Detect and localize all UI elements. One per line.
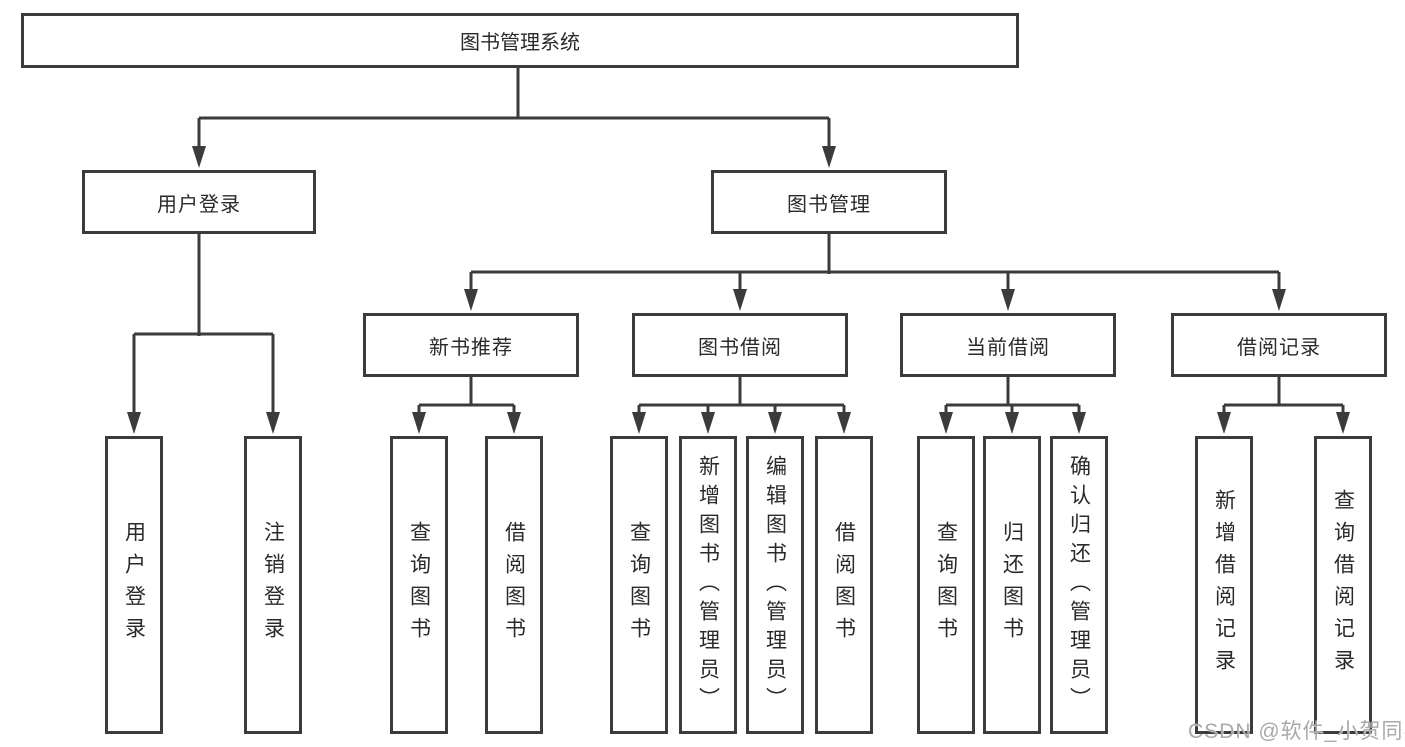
node-borrow-record: 借阅记录 — [1171, 313, 1387, 377]
arrow-leaf-query-book-1 — [412, 412, 426, 434]
leaf-user-login: 用户登录 — [105, 436, 163, 734]
leaf-query-book-3: 查询图书 — [917, 436, 975, 734]
arrow-leaf-return-book — [1005, 412, 1019, 434]
connector-book-borrow-branch — [637, 377, 846, 414]
leaf-borrow-book-2: 借阅图书 — [815, 436, 873, 734]
node-current-borrow: 当前借阅 — [900, 313, 1116, 377]
connector-new-book-recommend-branch — [417, 377, 516, 414]
node-user-login: 用户登录 — [82, 170, 316, 234]
arrow-leaf-query-book-3 — [939, 412, 953, 434]
node-book-management: 图书管理 — [711, 170, 947, 234]
node-book-management-label: 图书管理 — [787, 193, 871, 216]
node-book-borrow-label: 图书借阅 — [698, 336, 782, 359]
arrow-user-login — [192, 146, 206, 168]
arrow-leaf-confirm-return-admin — [1072, 412, 1086, 434]
leaf-query-book-2-label: 查询图书 — [627, 521, 651, 649]
arrow-leaf-borrow-book-1 — [507, 412, 521, 434]
node-root-label: 图书管理系统 — [460, 32, 580, 54]
node-new-book-recommend-label: 新书推荐 — [429, 336, 513, 359]
leaf-query-borrow-record: 查询借阅记录 — [1314, 436, 1372, 734]
leaf-logout: 注销登录 — [244, 436, 302, 734]
leaf-query-book-1-label: 查询图书 — [407, 521, 431, 649]
arrow-borrow-record — [1272, 289, 1286, 311]
leaf-return-book-label: 归还图书 — [1000, 521, 1024, 649]
leaf-borrow-book-1: 借阅图书 — [485, 436, 543, 734]
arrow-leaf-borrow-book-2 — [837, 412, 851, 434]
leaf-logout-label: 注销登录 — [261, 521, 285, 649]
node-root: 图书管理系统 — [21, 13, 1019, 68]
arrow-leaf-query-book-2 — [632, 412, 646, 434]
connector-borrow-record-branch — [1222, 377, 1345, 414]
leaf-query-book-3-label: 查询图书 — [934, 521, 958, 649]
node-user-login-label: 用户登录 — [157, 193, 241, 216]
arrow-leaf-user-login — [127, 412, 141, 434]
leaf-query-book-2: 查询图书 — [610, 436, 668, 734]
leaf-borrow-book-2-label: 借阅图书 — [832, 521, 856, 649]
arrow-book-borrow — [733, 289, 747, 311]
leaf-query-borrow-record-label: 查询借阅记录 — [1331, 489, 1355, 681]
node-new-book-recommend: 新书推荐 — [363, 313, 579, 377]
leaf-confirm-return-admin-label: 确认归还（管理员） — [1067, 454, 1091, 716]
leaf-add-book-admin: 新增图书（管理员） — [679, 436, 737, 734]
arrow-leaf-add-book-admin — [701, 412, 715, 434]
arrow-book-management — [822, 146, 836, 168]
connector-user-login-branch — [132, 234, 275, 414]
leaf-add-book-admin-label: 新增图书（管理员） — [696, 454, 720, 716]
node-book-borrow: 图书借阅 — [632, 313, 848, 377]
arrow-leaf-edit-book-admin — [768, 412, 782, 434]
connector-book-management-branch — [469, 234, 1281, 294]
leaf-add-borrow-record: 新增借阅记录 — [1195, 436, 1253, 734]
leaf-add-borrow-record-label: 新增借阅记录 — [1212, 489, 1236, 681]
connector-current-borrow-branch — [944, 377, 1081, 414]
leaf-borrow-book-1-label: 借阅图书 — [502, 521, 526, 649]
leaf-edit-book-admin-label: 编辑图书（管理员） — [763, 454, 787, 716]
leaf-confirm-return-admin: 确认归还（管理员） — [1050, 436, 1108, 734]
leaf-edit-book-admin: 编辑图书（管理员） — [746, 436, 804, 734]
arrow-current-borrow — [1001, 289, 1015, 311]
arrow-leaf-logout — [266, 412, 280, 434]
leaf-user-login-label: 用户登录 — [122, 521, 146, 649]
node-borrow-record-label: 借阅记录 — [1237, 336, 1321, 359]
watermark: CSDN @软件_小贺同学 — [1188, 720, 1405, 743]
leaf-return-book: 归还图书 — [983, 436, 1041, 734]
arrow-leaf-query-borrow-record — [1336, 412, 1350, 434]
node-current-borrow-label: 当前借阅 — [966, 336, 1050, 359]
leaf-query-book-1: 查询图书 — [390, 436, 448, 734]
connector-root-branch — [197, 68, 831, 150]
arrow-leaf-add-borrow-record — [1217, 412, 1231, 434]
arrow-new-book-recommend — [464, 289, 478, 311]
